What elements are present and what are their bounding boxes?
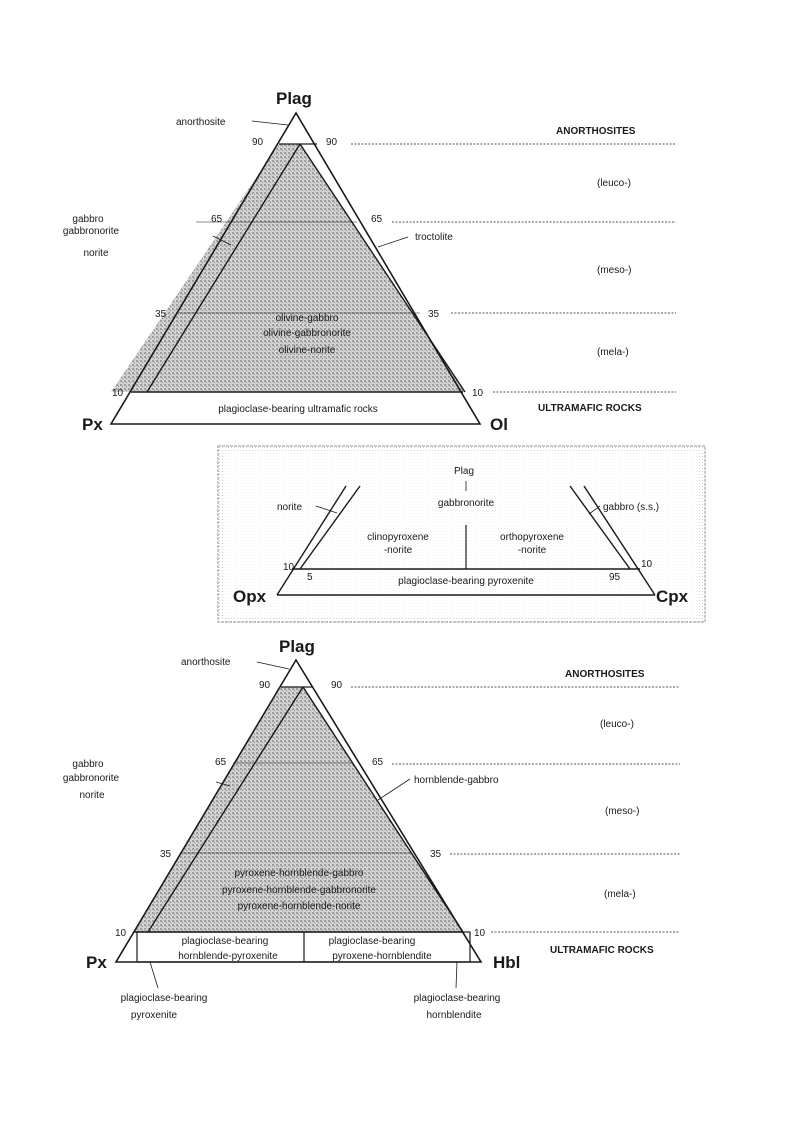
top-col-meso: (meso-) [597, 265, 631, 276]
bottom-band-right-2: pyroxene-hornblendite [332, 951, 432, 962]
top-diagram: Plag Px Ol 90 65 35 10 90 65 35 10 anort… [63, 89, 676, 434]
top-tick-left-10: 10 [112, 388, 124, 399]
top-label-olivine-norite: olivine-norite [279, 345, 336, 356]
bottom-inner-divider [147, 686, 304, 933]
top-label-anorthosite: anorthosite [176, 117, 226, 128]
bottom-below-left-2: pyroxenite [131, 1010, 178, 1021]
top-leader-gabbro [212, 235, 232, 246]
top-label-norite: norite [83, 248, 108, 259]
top-apex-ol: Ol [490, 415, 508, 434]
inset-label-gabbronorite: gabbronorite [438, 498, 495, 509]
top-outer-triangle [109, 111, 482, 425]
bottom-label-pxhbl-norite: pyroxene-hornblende-norite [238, 901, 361, 912]
bottom-tick-left-10: 10 [115, 928, 127, 939]
bottom-tick-right-10: 10 [474, 928, 486, 939]
top-label-gabbronorite: gabbronorite [63, 226, 120, 237]
inset-diagram: Plag gabbronorite Opx Cpx norite gabbro … [217, 445, 706, 623]
inset-tick-left-10: 10 [283, 562, 295, 573]
bottom-col-meso: (meso-) [605, 806, 639, 817]
top-label-gabbro: gabbro [72, 214, 104, 225]
bottom-tick-right-90: 90 [331, 680, 343, 691]
bottom-label-hornblende-gabbro: hornblende-gabbro [414, 775, 499, 786]
bottom-apex-hbl: Hbl [493, 953, 520, 972]
bottom-tick-right-35: 35 [430, 849, 442, 860]
bottom-label-gabbronorite: gabbronorite [63, 773, 120, 784]
top-col-anorthosites: ANORTHOSITES [556, 126, 636, 137]
top-label-troctolite: troctolite [415, 232, 453, 243]
top-tick-left-90: 90 [252, 137, 264, 148]
inset-tick-right-10: 10 [641, 559, 653, 570]
inset-apex-cpx: Cpx [656, 587, 689, 606]
top-inner-right-edge [299, 143, 466, 393]
top-label-olivine-gabbronorite: olivine-gabbronorite [263, 328, 351, 339]
bottom-apex-px: Px [86, 953, 107, 972]
bottom-band-left-2: hornblende-pyroxenite [178, 951, 278, 962]
inset-label-clino-1: clinopyroxene [367, 532, 429, 543]
bottom-tick-left-90: 90 [259, 680, 271, 691]
inset-right-outer-edge [583, 485, 656, 596]
bottom-below-left-1: plagioclase-bearing [121, 993, 208, 1004]
inset-tick-right-95: 95 [609, 572, 621, 583]
top-inner-divider [146, 143, 301, 393]
top-tick-right-10: 10 [472, 388, 484, 399]
top-tick-right-65: 65 [371, 214, 383, 225]
bottom-leader-below-left [149, 961, 159, 989]
top-col-leuco: (leuco-) [597, 178, 631, 189]
bottom-label-pxhbl-gabbronorite: pyroxene-hornblende-gabbronorite [222, 885, 376, 896]
bottom-label-pxhbl-gabbro: pyroxene-hornblende-gabbro [235, 868, 364, 879]
bottom-leader-gabbro [215, 781, 231, 787]
top-label-olivine-gabbro: olivine-gabbro [276, 313, 339, 324]
inset-left-outer-edge [276, 485, 347, 596]
bottom-below-right-2: hornblendite [426, 1010, 481, 1021]
bottom-band-left-1: plagioclase-bearing [182, 936, 269, 947]
bottom-tick-right-65: 65 [372, 757, 384, 768]
bottom-shaded-field [134, 687, 463, 932]
bottom-diagram: Plag Px Hbl 90 65 35 10 90 65 35 10 anor… [63, 637, 680, 1021]
bottom-below-right-1: plagioclase-bearing [414, 993, 501, 1004]
inset-inner-panel [224, 452, 699, 616]
inset-leader-norite [315, 505, 338, 514]
top-shaded-field [111, 144, 465, 392]
bottom-tick-left-65: 65 [215, 757, 227, 768]
bottom-label-gabbro: gabbro [72, 759, 104, 770]
bottom-leader-below-right [455, 961, 458, 989]
top-label-ultramafic-band: plagioclase-bearing ultramafic rocks [218, 404, 378, 415]
bottom-leader-hornblende-gabbro [377, 778, 411, 801]
inset-left-inner-edge [299, 485, 361, 570]
top-leader-troctolite [377, 236, 409, 248]
top-col-mela: (mela-) [597, 347, 629, 358]
inset-leader-gabbro-ss [588, 505, 601, 515]
bottom-inner-right [302, 686, 464, 933]
inset-apex-opx: Opx [233, 587, 267, 606]
top-tick-left-65: 65 [211, 214, 223, 225]
bottom-col-mela: (mela-) [604, 889, 636, 900]
inset-label-gabbro-ss: gabbro (s.s.) [603, 502, 659, 513]
top-tick-right-90: 90 [326, 137, 338, 148]
top-col-ultramafic: ULTRAMAFIC ROCKS [538, 403, 642, 414]
bottom-tick-left-35: 35 [160, 849, 172, 860]
inset-label-norite: norite [277, 502, 302, 513]
bottom-col-ultramafic: ULTRAMAFIC ROCKS [550, 945, 654, 956]
bottom-band-right-1: plagioclase-bearing [329, 936, 416, 947]
bottom-col-leuco: (leuco-) [600, 719, 634, 730]
inset-tick-left-5: 5 [307, 572, 313, 583]
bottom-label-anorthosite: anorthosite [181, 657, 231, 668]
inset-label-ortho-2: -norite [518, 545, 547, 556]
inset-label-ortho-1: orthopyroxene [500, 532, 564, 543]
bottom-apex-plag: Plag [279, 637, 315, 656]
bottom-label-norite: norite [79, 790, 104, 801]
top-leader-anorthosite [251, 120, 289, 126]
top-tick-left-35: 35 [155, 309, 167, 320]
bottom-leader-anorthosite [256, 661, 290, 670]
inset-apex-plag: Plag [454, 466, 474, 477]
inset-label-band: plagioclase-bearing pyroxenite [398, 576, 534, 587]
top-apex-plag: Plag [276, 89, 312, 108]
inset-right-inner-edge [569, 485, 631, 570]
inset-label-clino-2: -norite [384, 545, 413, 556]
top-apex-px: Px [82, 415, 103, 434]
top-tick-right-35: 35 [428, 309, 440, 320]
bottom-col-anorthosites: ANORTHOSITES [565, 669, 645, 680]
